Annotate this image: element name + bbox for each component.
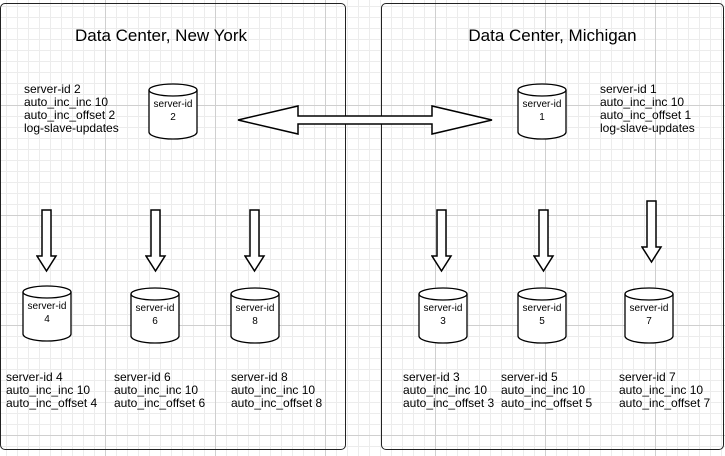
server-config-8: server-id 8 auto_inc_inc 10 auto_inc_off… xyxy=(231,371,322,410)
config-line: server-id 7 xyxy=(619,370,676,384)
server-config-1: server-id 1 auto_inc_inc 10 auto_inc_off… xyxy=(600,83,695,135)
replication-down-arrow xyxy=(36,209,58,273)
server-id-label: server-id xyxy=(522,303,562,314)
config-line: auto_inc_offset 1 xyxy=(600,108,692,122)
database-icon xyxy=(517,287,567,344)
config-line: server-id 4 xyxy=(6,370,63,384)
server-id-number: 5 xyxy=(539,316,545,327)
server-config-2: server-id 2 auto_inc_inc 10 auto_inc_off… xyxy=(24,83,119,135)
datacenter-title: Data Center, New York xyxy=(75,26,247,45)
server-config-7: server-id 7 auto_inc_inc 10 auto_inc_off… xyxy=(619,371,710,410)
datacenter-michigan: Data Center, Michigan xyxy=(381,3,724,450)
config-line: auto_inc_offset 7 xyxy=(619,396,711,410)
config-line: server-id 6 xyxy=(114,370,171,384)
config-line: auto_inc_inc 10 xyxy=(403,383,488,397)
config-line: auto_inc_offset 3 xyxy=(403,396,495,410)
database-server-2: server-id 2 xyxy=(146,82,200,142)
config-line: log-slave-updates xyxy=(600,121,695,135)
server-id-number: 3 xyxy=(440,316,446,327)
config-line: auto_inc_offset 2 xyxy=(24,108,116,122)
server-id-label: server-id xyxy=(135,303,175,314)
config-line: server-id 8 xyxy=(231,370,288,384)
server-id-label: server-id xyxy=(27,301,67,312)
server-config-4: server-id 4 auto_inc_inc 10 auto_inc_off… xyxy=(6,371,97,410)
config-line: auto_inc_offset 5 xyxy=(501,396,593,410)
database-server-7: server-id 7 xyxy=(622,286,676,346)
datacenter-title: Data Center, Michigan xyxy=(468,26,637,45)
database-icon xyxy=(148,83,198,140)
server-id-number: 6 xyxy=(152,316,158,327)
replication-down-arrow xyxy=(145,209,167,273)
config-line: server-id 3 xyxy=(403,370,460,384)
database-server-4: server-id 4 xyxy=(20,284,74,344)
server-id-number: 8 xyxy=(252,316,258,327)
server-id-label: server-id xyxy=(423,303,463,314)
server-id-number: 2 xyxy=(170,112,176,123)
server-id-number: 4 xyxy=(44,314,50,325)
replication-down-arrow xyxy=(244,209,266,273)
database-server-1: server-id 1 xyxy=(515,82,569,142)
config-line: auto_inc_offset 8 xyxy=(231,396,323,410)
server-config-5: server-id 5 auto_inc_inc 10 auto_inc_off… xyxy=(501,371,592,410)
database-server-3: server-id 3 xyxy=(416,286,470,346)
replication-down-arrow xyxy=(431,209,453,273)
config-line: log-slave-updates xyxy=(24,121,119,135)
server-id-label: server-id xyxy=(153,99,193,110)
database-server-8: server-id 8 xyxy=(228,286,282,346)
config-line: auto_inc_inc 10 xyxy=(24,95,109,109)
replication-down-arrow xyxy=(533,209,555,273)
bidirectional-replication-arrow xyxy=(237,105,493,135)
config-line: auto_inc_inc 10 xyxy=(114,383,199,397)
database-icon xyxy=(624,287,674,344)
config-line: server-id 5 xyxy=(501,370,558,384)
server-id-label: server-id xyxy=(235,303,275,314)
config-line: server-id 2 xyxy=(24,82,81,96)
server-id-label: server-id xyxy=(629,303,669,314)
datacenter-new-york: Data Center, New York xyxy=(0,3,346,450)
config-line: auto_inc_inc 10 xyxy=(6,383,91,397)
config-line: auto_inc_offset 6 xyxy=(114,396,206,410)
server-config-6: server-id 6 auto_inc_inc 10 auto_inc_off… xyxy=(114,371,205,410)
server-config-3: server-id 3 auto_inc_inc 10 auto_inc_off… xyxy=(403,371,494,410)
database-icon xyxy=(418,287,468,344)
config-line: auto_inc_inc 10 xyxy=(619,383,704,397)
server-id-number: 1 xyxy=(539,112,545,123)
database-icon xyxy=(130,287,180,344)
replication-down-arrow xyxy=(641,200,663,264)
config-line: auto_inc_inc 10 xyxy=(600,95,685,109)
config-line: auto_inc_offset 4 xyxy=(6,396,98,410)
server-id-number: 7 xyxy=(646,316,652,327)
database-server-6: server-id 6 xyxy=(128,286,182,346)
database-icon xyxy=(22,285,72,342)
config-line: auto_inc_inc 10 xyxy=(231,383,316,397)
server-id-label: server-id xyxy=(522,99,562,110)
config-line: auto_inc_inc 10 xyxy=(501,383,586,397)
database-server-5: server-id 5 xyxy=(515,286,569,346)
database-icon xyxy=(230,287,280,344)
config-line: server-id 1 xyxy=(600,82,657,96)
database-icon xyxy=(517,83,567,140)
